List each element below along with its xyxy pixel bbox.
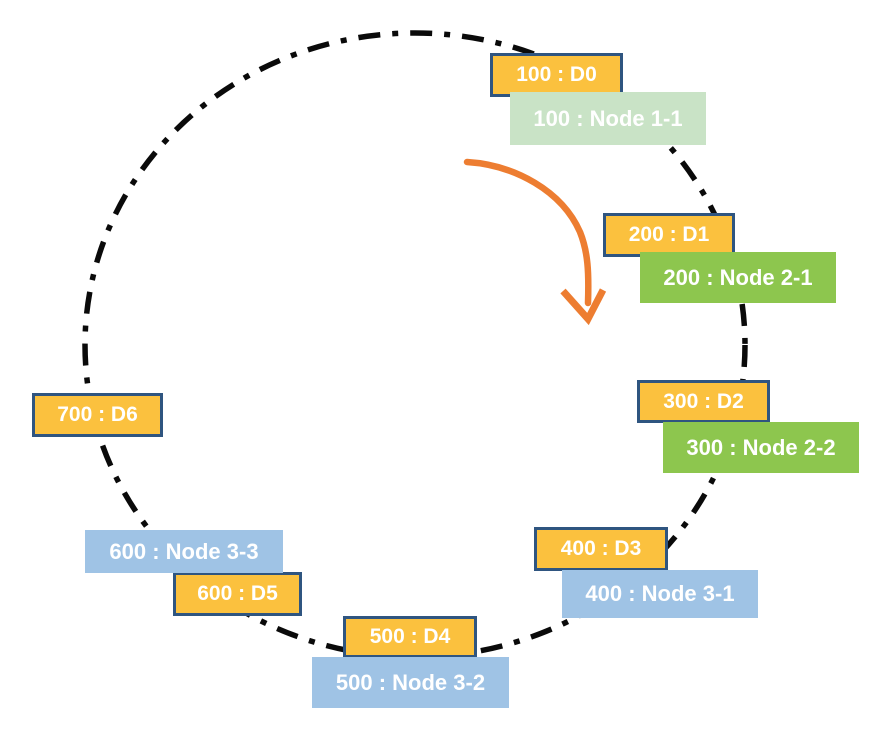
node-label-3-3: 600 : Node 3-3 — [85, 530, 283, 573]
data-item-d6: 700 : D6 — [32, 393, 163, 437]
node-label-2-1: 200 : Node 2-1 — [640, 252, 836, 303]
data-item-d3: 400 : D3 — [534, 527, 668, 571]
node-label-2-2: 300 : Node 2-2 — [663, 422, 859, 473]
data-item-d5: 600 : D5 — [173, 572, 302, 616]
data-item-d2: 300 : D2 — [637, 380, 770, 423]
node-label-1-1: 100 : Node 1-1 — [510, 92, 706, 145]
clockwise-arrowhead-icon — [560, 288, 607, 326]
data-item-d4: 500 : D4 — [343, 616, 477, 658]
node-label-3-1: 400 : Node 3-1 — [562, 570, 758, 618]
clockwise-arrow-shaft — [463, 158, 592, 307]
node-label-3-2: 500 : Node 3-2 — [312, 657, 509, 708]
data-item-d0: 100 : D0 — [490, 53, 623, 97]
data-item-d1: 200 : D1 — [603, 213, 735, 257]
